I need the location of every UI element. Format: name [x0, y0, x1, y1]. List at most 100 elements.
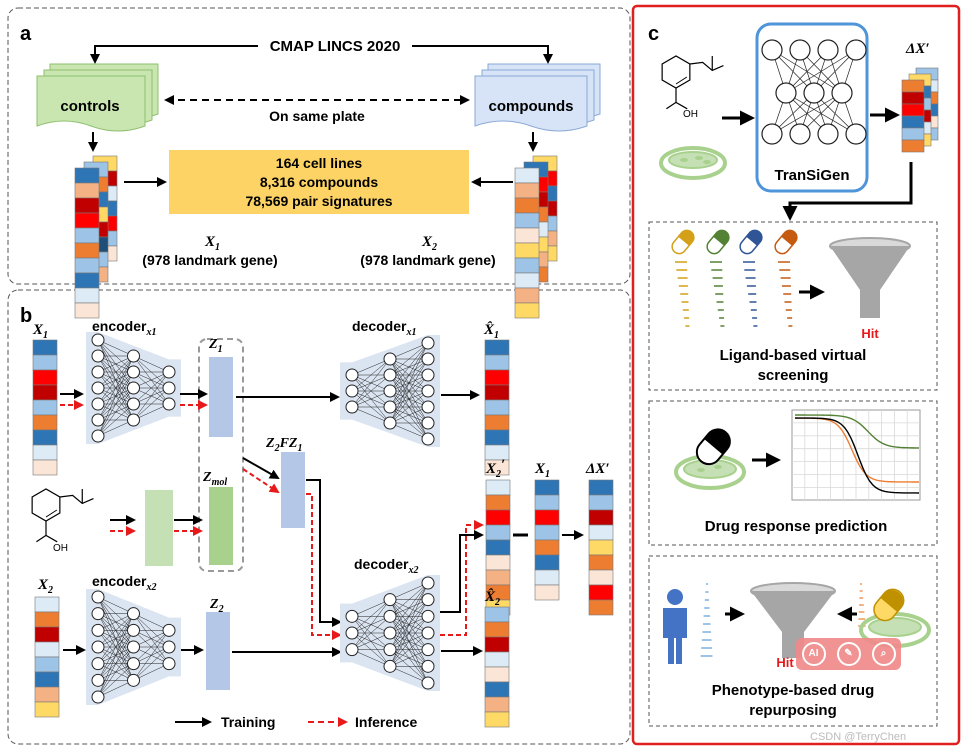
stack-cell	[901, 79, 925, 93]
network-node	[421, 336, 435, 350]
app-virtual-screening-box	[648, 221, 938, 391]
network-node	[91, 397, 105, 411]
network-edge	[351, 406, 391, 424]
zmol-latent	[209, 487, 233, 565]
app2-title: Drug response prediction	[705, 518, 888, 535]
network-edge	[133, 663, 170, 681]
network-edge	[97, 613, 134, 631]
network-edge	[97, 680, 134, 698]
network-node	[162, 397, 176, 411]
network-edge	[133, 646, 170, 681]
network-edge	[389, 358, 429, 424]
vector-cell	[588, 494, 614, 511]
b-x1-vector	[32, 339, 58, 476]
compound-capsules	[671, 229, 798, 327]
vector-cell	[32, 384, 58, 401]
dose-response-plot	[791, 409, 921, 501]
vector-cell	[484, 696, 510, 713]
vector-cell	[588, 569, 614, 586]
network-edge	[133, 371, 170, 405]
network-node	[383, 352, 397, 366]
network-node	[91, 429, 105, 443]
search-icon[interactable]: ⌕	[871, 642, 896, 666]
decoder-x2-network	[340, 575, 440, 691]
transigen-network	[761, 39, 867, 145]
stack-cell	[74, 182, 100, 199]
vector-cell	[534, 584, 560, 601]
x2-prime-label: X2′	[485, 457, 505, 480]
c-delta-label: ΔX′	[905, 41, 930, 57]
network-edge	[97, 613, 134, 648]
stack-cell	[74, 242, 100, 259]
panel-c-label: c	[648, 23, 659, 45]
network-edge	[97, 663, 134, 698]
stack-cell	[514, 197, 540, 214]
network-edge	[97, 355, 134, 389]
legend-training-label: Training	[221, 714, 275, 730]
encoder-x2-network	[86, 589, 181, 705]
delta-x-label: ΔX′	[585, 461, 610, 477]
network-node	[127, 673, 140, 687]
zmol-label: Zmol	[202, 470, 227, 488]
watermark: CSDN @TerryChen	[810, 731, 907, 743]
vector-cell	[534, 494, 560, 511]
film-to-decoder-inference-arrow	[306, 493, 342, 640]
network-node	[127, 365, 140, 379]
x2-note: (978 landmark gene)	[360, 252, 495, 268]
response-curve	[794, 414, 920, 449]
network-edge	[389, 406, 429, 424]
x1-symbol: X1	[204, 234, 220, 253]
network-edge	[389, 616, 429, 667]
hit-label-2: Hit	[776, 655, 794, 670]
network-edge	[133, 387, 170, 421]
network-edge	[133, 630, 170, 664]
network-node	[345, 384, 359, 398]
vector-cell	[484, 444, 510, 461]
vector-cell	[484, 339, 510, 356]
network-edge	[351, 649, 391, 667]
network-node	[383, 643, 397, 657]
vector-cell	[588, 479, 614, 496]
ester-chain	[689, 61, 724, 72]
person-icon	[663, 589, 687, 664]
ai-assist-icon[interactable]: AI	[801, 642, 826, 666]
stack-cell	[514, 257, 540, 274]
ai-toolbar-overlay[interactable]: AI ✎ ⌕	[796, 638, 901, 670]
acid-oxygen	[36, 534, 47, 543]
network-edge	[351, 632, 391, 650]
vector-cell	[32, 429, 58, 446]
edit-icon[interactable]: ✎	[836, 642, 861, 666]
vector-cell	[34, 626, 60, 643]
network-node	[91, 413, 105, 427]
network-edge	[389, 582, 429, 667]
stat-cell-lines: 164 cell lines	[276, 155, 363, 171]
network-edge	[351, 390, 391, 408]
capsule	[706, 229, 730, 255]
z1-latent	[209, 357, 233, 437]
stack-cell	[901, 127, 925, 141]
funnel-icon-2	[750, 582, 836, 658]
network-node	[91, 349, 105, 363]
z1-label: Z1	[208, 337, 223, 355]
panel-c-oh-label: OH	[683, 109, 698, 120]
stack-cell	[74, 287, 100, 304]
panel-b-label: b	[20, 305, 32, 327]
same-plate-label: On same plate	[269, 108, 365, 124]
network-edge	[97, 613, 134, 698]
vector-cell	[485, 569, 511, 586]
bond	[675, 76, 688, 85]
network-node	[162, 640, 176, 654]
app3-title-line2: repurposing	[749, 702, 837, 719]
vector-cell	[32, 444, 58, 461]
network-node	[127, 623, 140, 637]
app3-title-line1: Phenotype-based drug	[712, 682, 875, 699]
vector-cell	[484, 606, 510, 623]
encoder-x1-label: encoderx1	[92, 318, 156, 338]
network-node	[383, 659, 397, 673]
phenotype-signature-bars	[700, 583, 866, 657]
network-edge	[351, 374, 391, 408]
dish-with-drug-icon	[859, 588, 931, 648]
panel-a-frame	[7, 7, 631, 285]
network-node	[345, 368, 359, 382]
